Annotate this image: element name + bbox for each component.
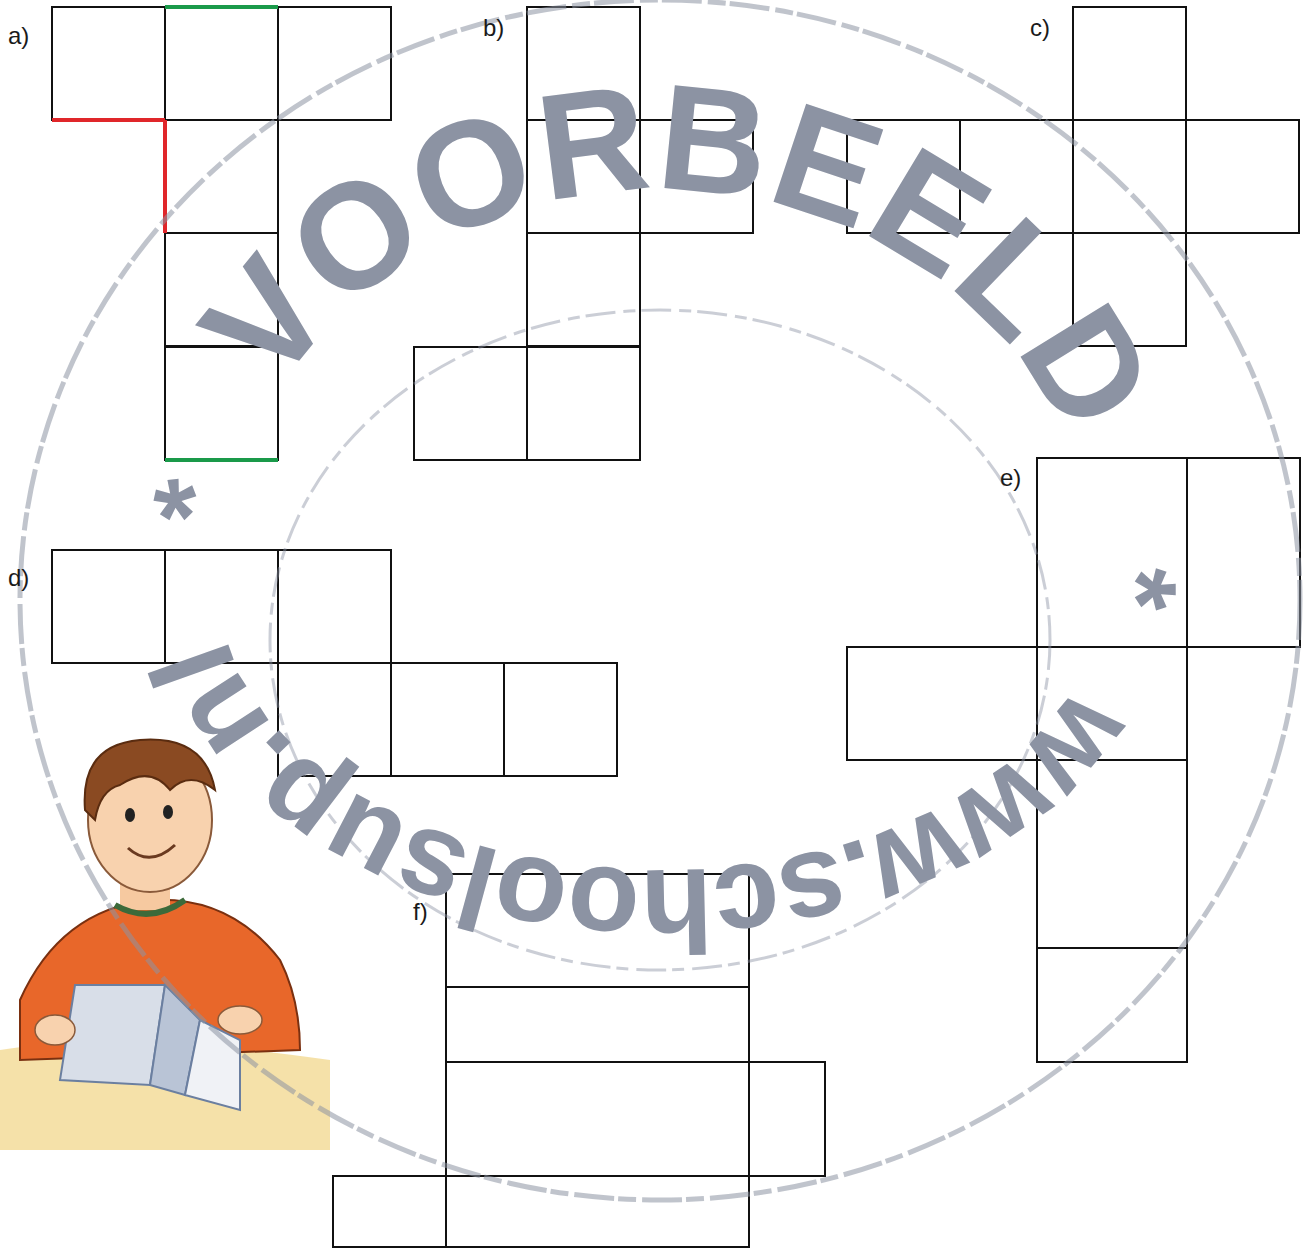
net-face [1037,948,1187,1062]
net-face [165,120,278,233]
part-label: f) [413,900,428,924]
part-label: a) [8,24,29,48]
net-face [1186,120,1299,233]
net-face [446,987,749,1062]
net-face [165,7,278,120]
net-face [414,347,527,460]
net-face [52,7,165,120]
stamp-ring [20,0,1300,1200]
part-label: d) [8,566,29,590]
watermark-text: * [1077,568,1200,611]
net-face [504,663,617,776]
net-face [278,7,391,120]
part-label: c) [1030,16,1050,40]
part-label: b) [483,16,504,40]
net-face [527,347,640,460]
watermark-text: * [126,469,255,537]
part-label: e) [1000,466,1021,490]
net-face [333,1176,446,1247]
watermark-text: * [126,469,255,537]
marked-edge [165,458,278,462]
net-face [749,1062,825,1176]
net-face [527,233,640,346]
net-face [1037,458,1187,647]
marked-edge [52,118,165,122]
net-face [278,550,391,663]
net-face [1073,7,1186,120]
watermark-text: www.schoolsup.nl [125,628,1161,978]
watermark-text: VOORBEELD [169,52,1188,457]
watermark-text: * [1077,568,1200,611]
watermark-text: VOORBEELD [169,52,1188,457]
net-face [446,1176,749,1247]
net-face [1073,120,1186,233]
net-face [391,663,504,776]
net-face [52,550,165,663]
net-face [1187,458,1300,647]
watermark-text: www.schoolsup.nl [125,628,1161,978]
marked-edge [165,5,278,9]
net-face [446,1062,749,1176]
